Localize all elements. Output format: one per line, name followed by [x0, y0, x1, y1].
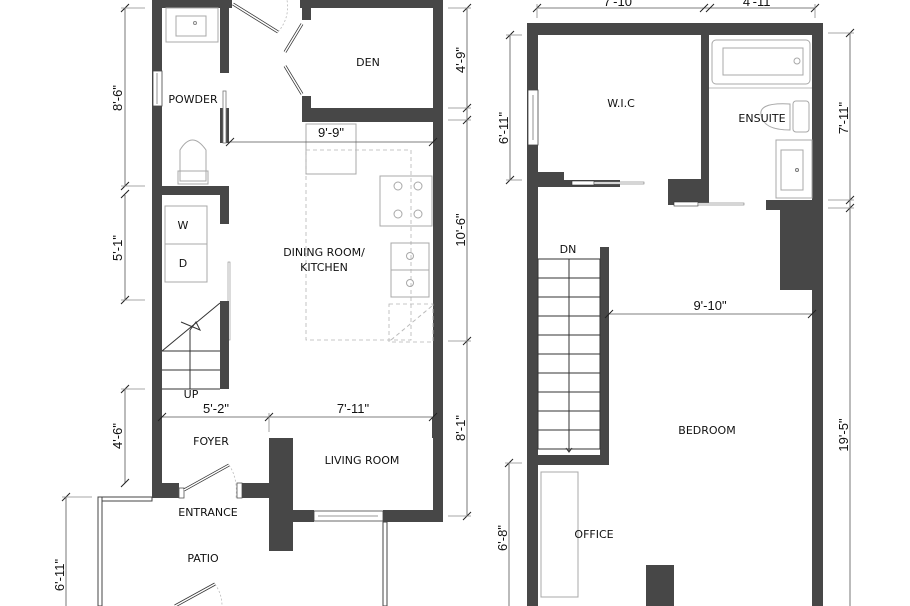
wall: [152, 470, 162, 498]
room-label-dining: DINING ROOM/: [283, 246, 365, 259]
dim-living-width: 7'-11": [337, 401, 370, 416]
wall: [668, 179, 709, 205]
wall: [302, 0, 311, 20]
wall: [780, 200, 823, 290]
dryer: [164, 243, 208, 283]
dim-ensuite-width: 4'-11": [743, 0, 776, 9]
stove: [379, 175, 433, 227]
dim-patio-height: 6'-11": [52, 559, 67, 592]
room-label-kitchen: KITCHEN: [300, 261, 348, 274]
bathtub: [711, 39, 811, 85]
dryer-label: D: [179, 257, 187, 270]
patio-fence: [97, 496, 388, 606]
wall: [220, 0, 229, 73]
wall: [302, 108, 443, 122]
stairs-down-label: DN: [560, 243, 577, 256]
room-label-den: DEN: [356, 56, 380, 69]
sink-vanity: [775, 139, 813, 199]
wall: [538, 455, 609, 465]
wall: [220, 301, 229, 389]
room-label-living: LIVING ROOM: [325, 454, 400, 467]
dining-table: [305, 123, 357, 175]
toilet: [760, 103, 791, 131]
dim-foyer-height: 4'-6": [110, 423, 125, 449]
room-label-foyer: FOYER: [193, 435, 229, 448]
room-label-entrance: ENTRANCE: [178, 506, 238, 519]
dim-powder-height: 8'-6": [110, 85, 125, 111]
room-label-wic: W.I.C: [607, 97, 635, 110]
dim-bedroom-height: 19'-5": [836, 418, 851, 452]
wall: [646, 565, 674, 606]
wall: [152, 186, 229, 195]
dim-bedroom-width: 9'-10": [693, 298, 727, 313]
wall: [432, 418, 443, 438]
dishwasher: [388, 303, 434, 343]
washer-label: W: [178, 219, 189, 232]
dim-wic-width: 7'-10": [603, 0, 637, 9]
dim-office-height: 6'-8": [495, 525, 510, 551]
column-wall: [269, 438, 293, 551]
room-label-powder: POWDER: [168, 93, 218, 106]
wall: [812, 23, 823, 606]
room-label-ensuite: ENSUITE: [738, 112, 785, 125]
wall: [383, 510, 443, 522]
dim-kitchen-width: 9'-9": [318, 125, 344, 140]
dim-wic-height: 6'-11": [496, 112, 511, 145]
sink-vanity: [165, 7, 219, 43]
wall: [600, 247, 609, 465]
wall: [220, 186, 229, 224]
dim-laundry-height: 5'-1": [110, 235, 125, 261]
wall: [527, 23, 538, 606]
stairs-up: [161, 302, 221, 390]
wall: [538, 172, 564, 187]
wall: [152, 0, 232, 8]
window: [152, 70, 163, 107]
wall: [701, 35, 709, 205]
wall: [527, 23, 823, 35]
ground-floor: W D UP: [52, 0, 472, 606]
stairs-down: [537, 258, 601, 453]
stairs-up-label: UP: [184, 388, 199, 401]
toilet: [179, 139, 207, 182]
room-label-patio: PATIO: [187, 552, 219, 565]
room-label-bedroom: BEDROOM: [678, 424, 735, 437]
dim-kitchen-height: 10'-6": [453, 213, 468, 247]
dim-foyer-width: 5'-2": [203, 401, 229, 416]
dim-den-height: 4'-9": [453, 47, 468, 73]
wall: [292, 510, 314, 522]
wall: [152, 0, 162, 498]
room-label-office: OFFICE: [574, 528, 613, 541]
wall: [300, 0, 443, 8]
wall: [433, 0, 443, 520]
upper-floor: DN W.I.C ENSUITE BEDROOM OFFICE 7'-10" 4…: [495, 0, 855, 606]
dim-ensuite-height: 7'-11": [836, 102, 851, 135]
desk: [540, 471, 579, 598]
dim-living-height: 8'-1": [453, 415, 468, 441]
